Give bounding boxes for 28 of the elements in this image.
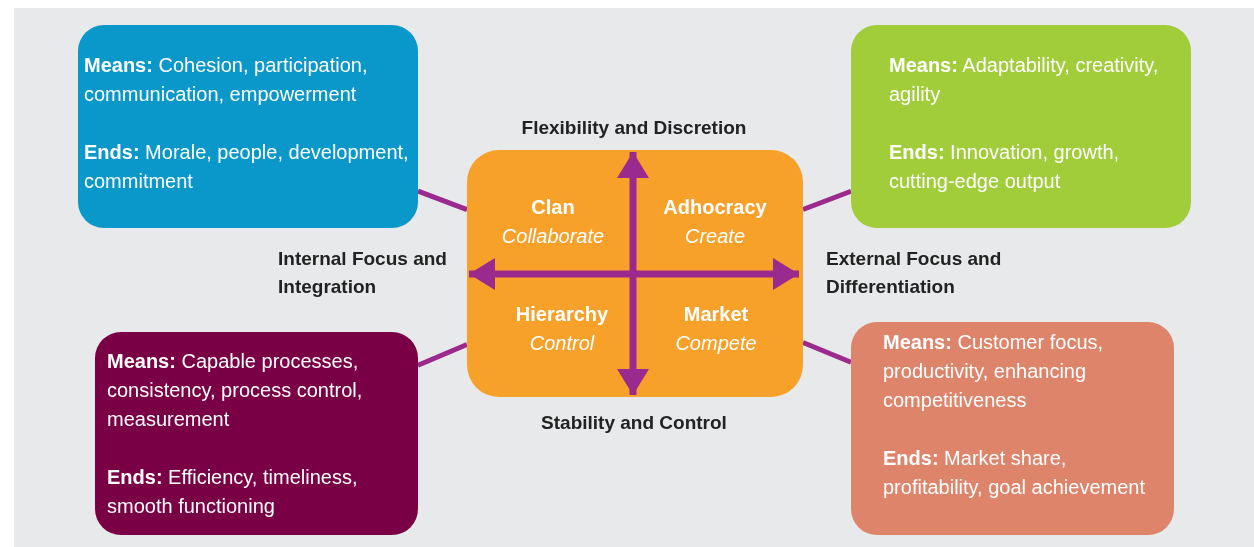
quadrant-title: Adhocracy xyxy=(662,195,768,220)
description-box xyxy=(851,25,1191,228)
description-text: Ends: Innovation, growth, cutting-edge output xyxy=(889,140,1121,194)
description-text: Ends: Efficiency, timeliness, smooth functioning xyxy=(107,465,359,519)
connector-line xyxy=(802,340,852,365)
description-box xyxy=(95,332,418,535)
quadrant-title: Market xyxy=(682,302,750,327)
description-text: Means: Capable processes, consistency, process control, measurement xyxy=(107,349,364,432)
description-box xyxy=(851,322,1174,535)
connector-line xyxy=(417,188,468,213)
quadrant-subtitle: Control xyxy=(528,331,596,356)
quadrant-subtitle: Compete xyxy=(674,331,758,356)
description-box xyxy=(78,25,418,228)
axis-label: Flexibility and Discretion xyxy=(520,116,748,140)
axis-label: External Focus and Differentiation xyxy=(826,247,1003,299)
description-text: Ends: Morale, people, development, commitment xyxy=(84,140,410,194)
axis-label: Internal Focus and Integration xyxy=(278,247,448,299)
axis-label: Stability and Control xyxy=(540,411,728,435)
quadrant-title: Hierarchy xyxy=(514,302,610,327)
quadrant-subtitle: Collaborate xyxy=(500,224,606,249)
quadrant-title: Clan xyxy=(530,195,576,220)
quadrant-subtitle: Create xyxy=(684,224,746,249)
description-text: Means: Adaptability, creativity, agility xyxy=(889,53,1160,107)
description-text: Means: Cohesion, participation, communication, empowerment xyxy=(84,53,369,107)
description-text: Ends: Market share, profitability, goal achievement xyxy=(883,446,1146,500)
connector-line xyxy=(417,342,468,368)
description-text: Means: Customer focus, productivity, enhancing competitiveness xyxy=(883,330,1105,413)
connector-line xyxy=(802,188,852,212)
